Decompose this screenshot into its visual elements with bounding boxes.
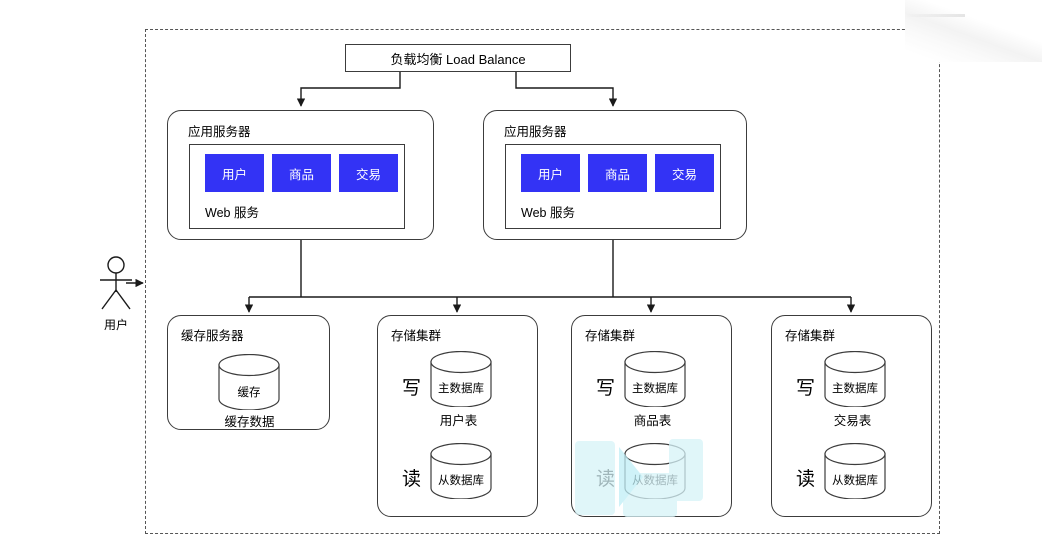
app-server-2[interactable]: 应用服务器 用户 商品 交易 Web 服务 [483, 110, 747, 240]
actor-user [92, 255, 140, 313]
database-cylinder-icon [430, 443, 492, 499]
load-balancer-box[interactable]: 负载均衡 Load Balance [345, 44, 571, 72]
app-server-1-chip-transaction[interactable]: 交易 [339, 154, 398, 192]
master-db-label: 主数据库 [632, 383, 678, 395]
storage-cluster-1-slave-db: 从数据库 [430, 443, 492, 499]
chip-label: 用户 [537, 167, 563, 182]
storage-cluster-2-title: 存储集群 [585, 329, 636, 343]
chip-label: 商品 [288, 167, 314, 182]
app-server-1[interactable]: 应用服务器 用户 商品 交易 Web 服务 [167, 110, 434, 240]
storage-cluster-1-title: 存储集群 [391, 329, 442, 343]
database-cylinder-icon [430, 351, 492, 407]
storage-cluster-3[interactable]: 存储集群 写 主数据库 交易表 读 从数据库 [771, 315, 932, 517]
storage-cluster-1-write-label: 写 [402, 378, 422, 399]
master-db-label: 主数据库 [832, 383, 878, 395]
app-server-1-footer: Web 服务 [205, 206, 259, 220]
storage-cluster-2-slave-db: 从数据库 [624, 443, 686, 499]
storage-cluster-1-master-db: 主数据库 [430, 351, 492, 407]
stick-figure-actor-icon [100, 256, 132, 310]
app-server-2-chip-user[interactable]: 用户 [521, 154, 580, 192]
storage-cluster-2-caption: 商品表 [633, 414, 672, 428]
database-cylinder-icon [624, 443, 686, 499]
cache-server[interactable]: 缓存服务器 缓存 缓存数据 [167, 315, 330, 430]
slave-db-label: 从数据库 [632, 475, 678, 487]
app-server-1-chip-user[interactable]: 用户 [205, 154, 264, 192]
storage-cluster-3-write-label: 写 [796, 378, 816, 399]
chip-label: 用户 [221, 167, 247, 182]
app-server-2-chip-product[interactable]: 商品 [588, 154, 647, 192]
storage-cluster-2-read-label: 读 [596, 469, 616, 490]
load-balancer-label: 负载均衡 Load Balance [390, 51, 526, 67]
master-db-label: 主数据库 [438, 383, 484, 395]
app-server-2-title: 应用服务器 [504, 125, 567, 139]
slave-db-label: 从数据库 [832, 475, 878, 487]
storage-cluster-3-title: 存储集群 [785, 329, 836, 343]
app-server-1-chip-product[interactable]: 商品 [272, 154, 331, 192]
storage-cluster-1[interactable]: 存储集群 写 主数据库 用户表 读 从数据库 [377, 315, 538, 517]
app-server-2-footer: Web 服务 [521, 206, 575, 220]
app-server-1-title: 应用服务器 [188, 125, 251, 139]
storage-cluster-3-master-db: 主数据库 [824, 351, 886, 407]
chip-label: 交易 [355, 167, 381, 182]
storage-cluster-1-read-label: 读 [402, 469, 422, 490]
database-cylinder-icon [218, 354, 280, 410]
storage-cluster-2-write-label: 写 [596, 378, 616, 399]
storage-cluster-3-slave-db: 从数据库 [824, 443, 886, 499]
cache-server-title: 缓存服务器 [181, 329, 244, 343]
cache-cylinder: 缓存 [218, 354, 280, 410]
app-server-2-web-service-panel: 用户 商品 交易 Web 服务 [505, 144, 721, 229]
storage-cluster-1-caption: 用户表 [439, 414, 478, 428]
chip-label: 交易 [671, 167, 697, 182]
cache-caption: 缓存数据 [224, 415, 275, 429]
slave-db-label: 从数据库 [438, 475, 484, 487]
database-cylinder-icon [824, 351, 886, 407]
database-cylinder-icon [624, 351, 686, 407]
system-boundary [145, 29, 940, 534]
app-server-2-chip-transaction[interactable]: 交易 [655, 154, 714, 192]
app-server-1-web-service-panel: 用户 商品 交易 Web 服务 [189, 144, 405, 229]
cache-cylinder-label: 缓存 [237, 387, 261, 399]
chip-label: 商品 [604, 167, 630, 182]
storage-cluster-2[interactable]: 存储集群 写 主数据库 商品表 读 从数据库 [571, 315, 732, 517]
database-cylinder-icon [824, 443, 886, 499]
actor-user-label: 用户 [103, 318, 128, 332]
storage-cluster-2-master-db: 主数据库 [624, 351, 686, 407]
storage-cluster-3-caption: 交易表 [833, 414, 872, 428]
storage-cluster-3-read-label: 读 [796, 469, 816, 490]
